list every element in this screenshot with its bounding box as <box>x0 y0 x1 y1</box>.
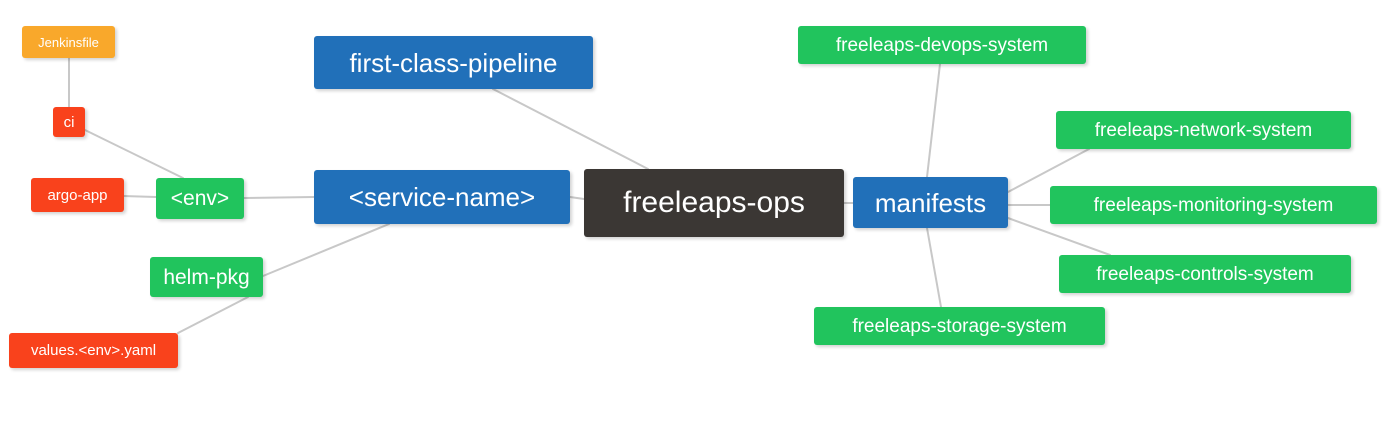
node-helm-pkg[interactable]: helm-pkg <box>150 257 263 297</box>
node-label-argo-app: argo-app <box>47 186 108 204</box>
node-label-freeleaps-devops-system: freeleaps-devops-system <box>835 34 1049 56</box>
node-label-helm-pkg: helm-pkg <box>163 265 250 289</box>
node-freeleaps-ops[interactable]: freeleaps-ops <box>584 169 844 237</box>
edge-ops-service <box>569 196 585 200</box>
node-manifests[interactable]: manifests <box>853 177 1008 228</box>
edge-env-argo <box>123 195 157 198</box>
edge-manifests-devops <box>926 63 941 178</box>
node-freeleaps-monitoring-system[interactable]: freeleaps-monitoring-system <box>1050 186 1377 224</box>
node-label-freeleaps-network-system: freeleaps-network-system <box>1094 119 1313 141</box>
node-label-freeleaps-storage-system: freeleaps-storage-system <box>852 315 1067 337</box>
node-label-jenkinsfile: Jenkinsfile <box>38 34 99 50</box>
node-label-service-name: <service-name> <box>348 182 536 212</box>
node-label-freeleaps-controls-system: freeleaps-controls-system <box>1096 263 1314 285</box>
node-freeleaps-storage-system[interactable]: freeleaps-storage-system <box>814 307 1105 345</box>
node-label-first-class-pipeline: first-class-pipeline <box>349 47 558 78</box>
node-first-class-pipeline[interactable]: first-class-pipeline <box>314 36 593 89</box>
node-label-freeleaps-monitoring-system: freeleaps-monitoring-system <box>1093 194 1334 216</box>
node-argo-app[interactable]: argo-app <box>31 178 124 212</box>
edge-manifests-storage <box>926 227 942 308</box>
node-freeleaps-controls-system[interactable]: freeleaps-controls-system <box>1059 255 1351 293</box>
edge-ops-pipeline <box>492 88 649 170</box>
node-label-values-env-yaml: values.<env>.yaml <box>30 342 157 359</box>
edge-service-helm <box>262 223 390 277</box>
node-ci[interactable]: ci <box>53 107 85 137</box>
node-label-freeleaps-ops: freeleaps-ops <box>623 186 805 219</box>
node-freeleaps-devops-system[interactable]: freeleaps-devops-system <box>798 26 1086 64</box>
node-service-name[interactable]: <service-name> <box>314 170 570 224</box>
node-values-env-yaml[interactable]: values.<env>.yaml <box>9 333 178 368</box>
node-freeleaps-network-system[interactable]: freeleaps-network-system <box>1056 111 1351 149</box>
edge-service-env <box>243 196 315 199</box>
node-label-env: <env> <box>170 187 230 210</box>
node-label-manifests: manifests <box>874 187 987 218</box>
node-jenkinsfile[interactable]: Jenkinsfile <box>22 26 115 58</box>
edge-env-ci <box>84 129 184 179</box>
node-label-ci: ci <box>63 113 75 131</box>
node-env[interactable]: <env> <box>156 178 244 219</box>
edge-helm-values <box>177 296 249 334</box>
